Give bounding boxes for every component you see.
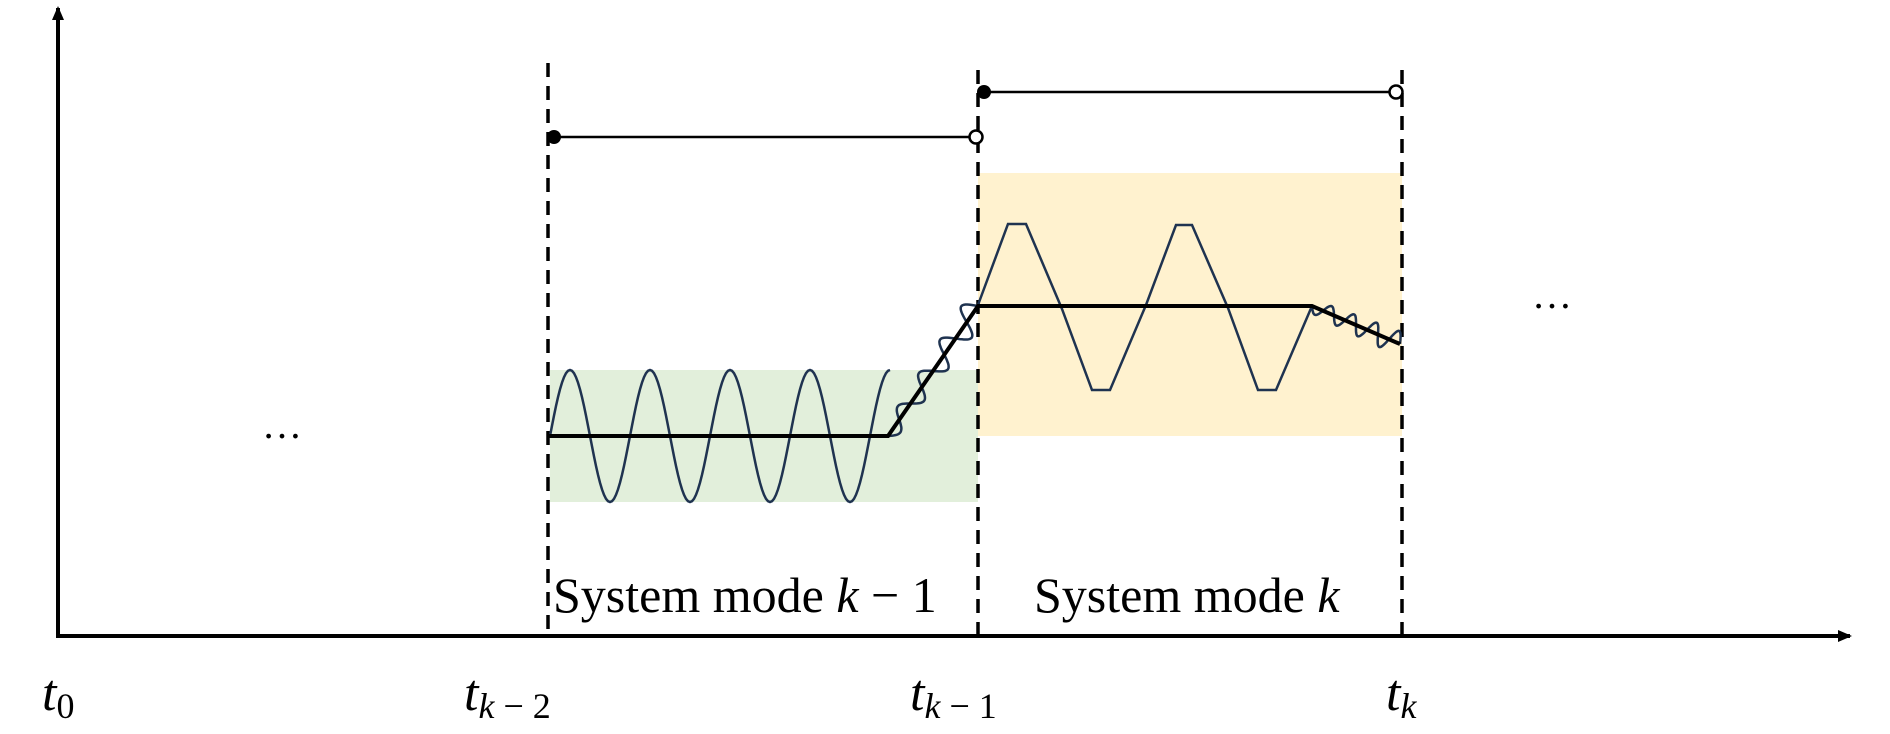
mode-label-k: System mode k [1034,567,1340,623]
ellipsis-right: … [1532,272,1578,317]
interval-start-closed-dot [977,85,991,99]
interval-mode-k-minus-1 [547,129,984,145]
interval-mode-k [977,84,1404,100]
tick-label-t0: t0 [42,665,74,726]
mode-label-k-minus-1: System mode k − 1 [553,567,937,623]
interval-start-closed-dot [547,130,561,144]
reference-trajectory [548,304,1401,438]
interval-end-open-dot [1388,84,1404,100]
ellipsis-left: … [262,402,308,447]
interval-end-open-dot [968,129,984,145]
tick-label-t-k-minus-2: tk − 2 [464,665,551,726]
tick-label-t-k-minus-1: tk − 1 [910,665,997,726]
oscillation-mode-k-minus-1 [548,368,891,504]
tick-label-t-k: tk [1386,665,1417,726]
